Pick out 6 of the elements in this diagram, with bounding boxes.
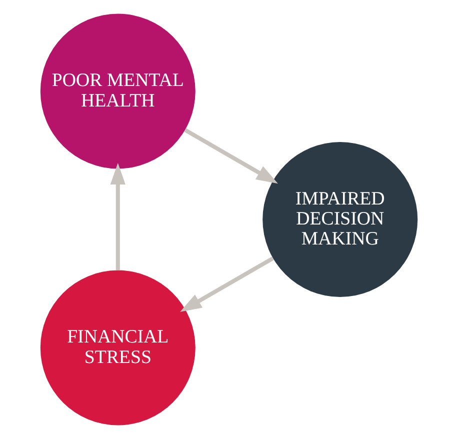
node-circle: IMPAIRED DECISION MAKING — [262, 142, 418, 297]
node-circle: FINANCIAL STRESS — [40, 270, 196, 426]
arrow — [180, 256, 274, 312]
node-circle: POOR MENTAL HEALTH — [40, 14, 196, 169]
arrow — [184, 128, 278, 184]
arrow — [110, 162, 126, 270]
